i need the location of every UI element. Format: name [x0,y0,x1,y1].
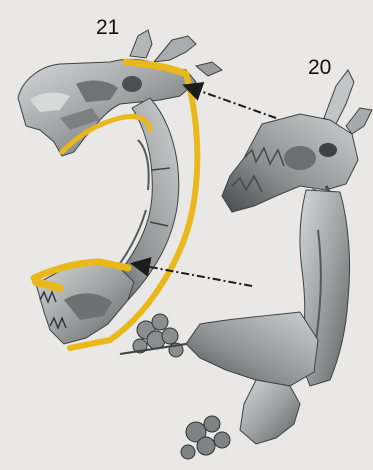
figure-label-left: 21 [96,16,119,39]
figure-label-right: 20 [308,56,331,79]
